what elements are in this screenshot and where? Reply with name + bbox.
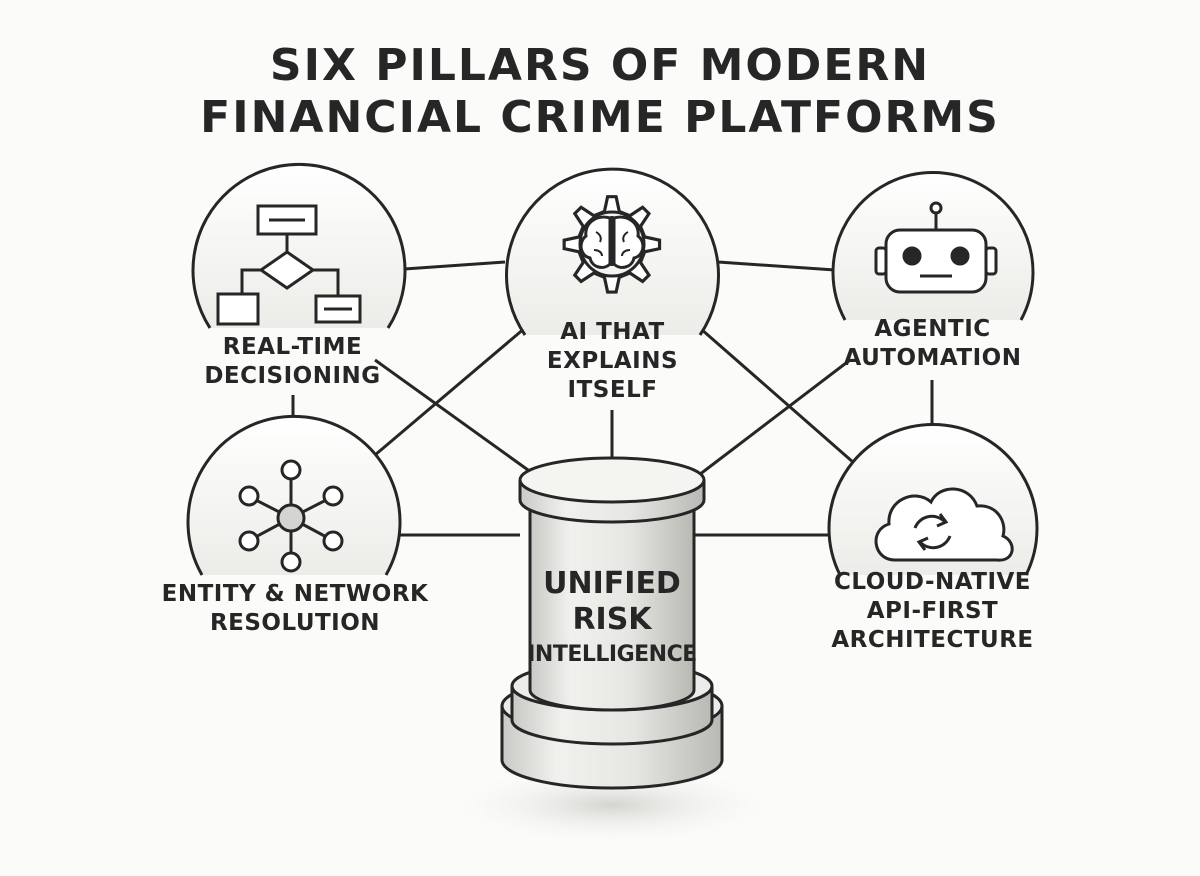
pillar-label-line: ITSELF [567,377,658,403]
robot-icon [874,201,998,294]
connector-realtime-ai [389,260,506,272]
pillar-label-line: RESOLUTION [209,610,381,636]
connector-agentic-hub [694,358,851,480]
connector-ai-cloud [692,320,863,472]
pillar-label-agentic: AGENTIC AUTOMATION [810,315,1055,373]
pillar-label-line: ARCHITECTURE [831,627,1034,653]
pillar-label-entity: ENTITY & NETWORK RESOLUTION [160,580,430,638]
pillar-label-line: CLOUD-NATIVE [833,569,1032,595]
hub-label: UNIFIED RISK INTELLIGENCE [522,566,702,672]
diagram-title-line1: SIX PILLARS OF MODERN [269,40,931,91]
hub-label-line: UNIFIED [543,566,681,601]
network-icon [238,459,344,573]
pillar-label-line: DECISIONING [204,363,381,389]
pillar-label-ai: AI THAT EXPLAINS ITSELF [490,318,735,405]
pillar-label-cloud: CLOUD-NATIVE API-FIRST ARCHITECTURE [810,568,1055,655]
pillar-label-line: ENTITY & NETWORK [161,581,429,607]
connector-lines [291,260,934,537]
pillar-label-line: AUTOMATION [843,345,1022,371]
diagram-title-line2: FINANCIAL CRIME PLATFORMS [200,92,1000,143]
pillar-label-line: AGENTIC [874,316,991,342]
pillar-column-icon [442,456,782,845]
pillar-label-line: AI THAT [560,319,665,345]
hub-label-line: RISK [572,602,652,637]
pillar-label-line: EXPLAINS [546,348,679,374]
connector-entity-ai [361,320,533,468]
brain-gear-icon [562,195,662,294]
pillar-label-realtime: REAL-TIME DECISIONING [170,333,415,391]
bubble-realtime [191,162,407,329]
connector-realtime-hub [374,358,536,477]
pillar-label-line: REAL-TIME [222,334,363,360]
hub-label-line: INTELLIGENCE [527,642,697,667]
cloud-sync-icon [874,487,1014,562]
bubble-entity [186,414,402,576]
connector-ai-agentic [717,260,836,272]
pillar-label-line: API-FIRST [866,598,999,624]
flowchart-icon [216,204,362,326]
